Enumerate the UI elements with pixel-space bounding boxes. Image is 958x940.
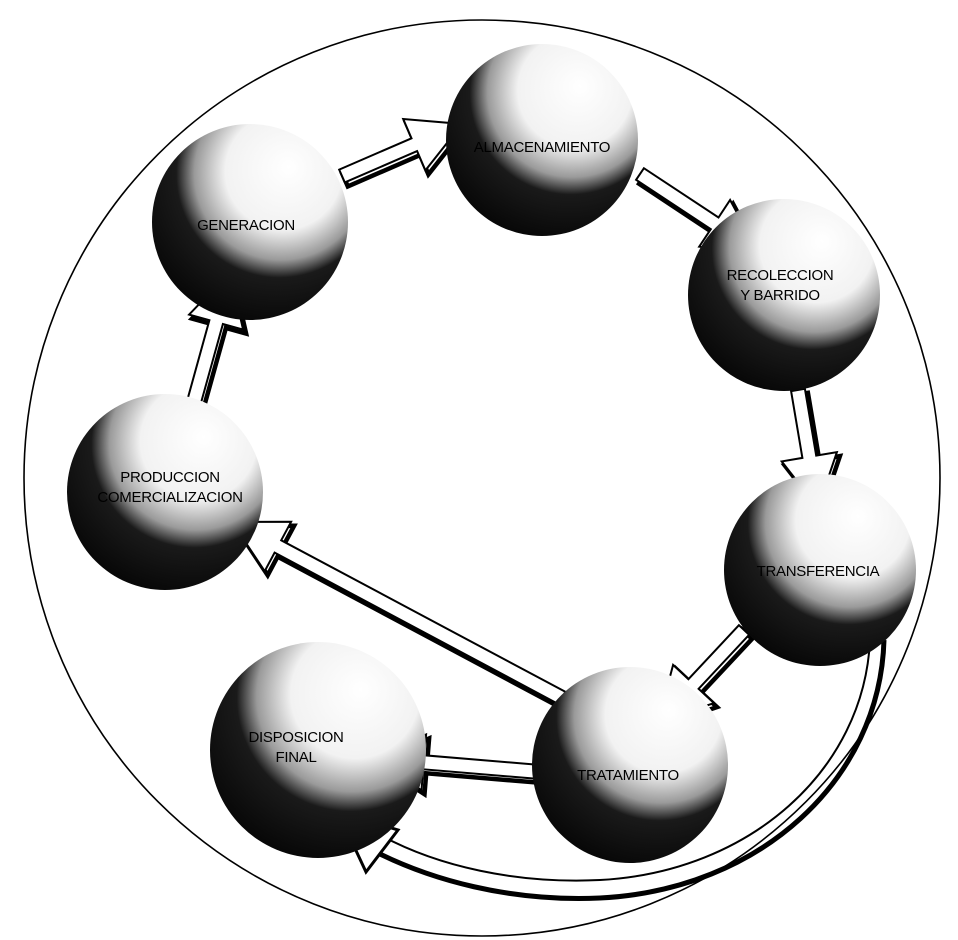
node-almacenamiento: ALMACENAMIENTO <box>446 44 638 236</box>
label-tratamiento: TRATAMIENTO <box>577 767 679 784</box>
node-transferencia: TRANSFERENCIA <box>724 474 916 666</box>
node-layer: GENERACION ALMACENAMIENTO RECOLECCION Y BAR… <box>67 44 916 863</box>
label-recoleccion-line-2: Y BARRIDO <box>740 287 820 304</box>
sphere-tratamiento <box>532 667 728 863</box>
node-tratamiento: TRATAMIENTO <box>532 667 728 863</box>
node-disposicion: DISPOSICION FINAL <box>210 642 426 858</box>
label-transferencia: TRANSFERENCIA <box>757 563 880 580</box>
label-almacenamiento: ALMACENAMIENTO <box>474 139 610 156</box>
label-disposicion-line-2: FINAL <box>275 749 316 766</box>
node-produccion: PRODUCCION COMERCIALIZACION <box>67 394 263 590</box>
node-recoleccion: RECOLECCION Y BARRIDO <box>688 199 880 391</box>
label-recoleccion-line-1: RECOLECCION <box>727 267 834 284</box>
label-produccion-line-2: COMERCIALIZACION <box>97 489 242 506</box>
label-generacion: GENERACION <box>197 217 295 234</box>
sphere-disposicion <box>210 642 426 858</box>
label-produccion-line-1: PRODUCCION <box>120 469 220 486</box>
label-disposicion-line-1: DISPOSICION <box>248 729 343 746</box>
node-generacion: GENERACION <box>152 124 348 320</box>
arrow-generacion-to-almacenamiento <box>339 119 462 182</box>
